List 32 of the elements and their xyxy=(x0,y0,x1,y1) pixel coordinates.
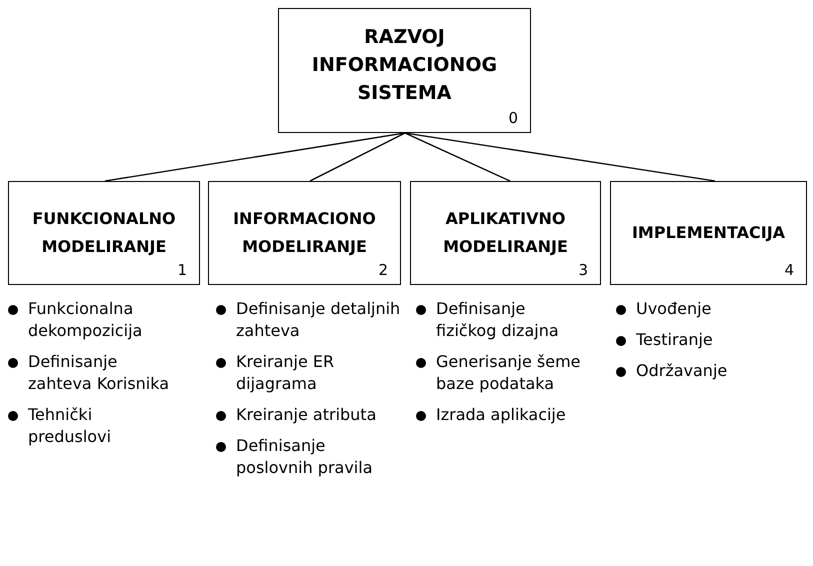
list-item-text: Tehnički preduslovi xyxy=(28,404,112,448)
box-heading: FUNKCIONALNO MODELIRANJE xyxy=(31,208,177,258)
connector-line xyxy=(404,132,510,182)
process-box xyxy=(610,181,807,285)
list-item-text: Testiranje xyxy=(636,329,714,351)
connector-line xyxy=(310,132,406,182)
list-item-text: Definisanje zahteva Korisnika xyxy=(28,351,170,395)
list-item-text: Definisanje fizičkog dizajna xyxy=(436,298,560,342)
box-heading: RAZVOJ INFORMACIONOG SISTEMA xyxy=(310,24,498,106)
box-number: 0 xyxy=(508,108,518,128)
box-number: 4 xyxy=(784,260,794,280)
list-item-text: Kreiranje atributa xyxy=(236,404,378,426)
list-item-text: Izrada aplikacije xyxy=(436,404,567,426)
box-heading: IMPLEMENTACIJA xyxy=(630,222,786,244)
list-item-text: Funkcionalna dekompozicija xyxy=(28,298,144,342)
list-item-text: Generisanje šeme baze podataka xyxy=(436,351,582,395)
box-number: 1 xyxy=(177,260,187,280)
connector-line xyxy=(104,132,406,182)
list-item-text: Definisanje poslovnih pravila xyxy=(236,435,374,479)
process-box xyxy=(278,8,531,133)
list-item-text: Uvođenje xyxy=(636,298,712,320)
box-number: 3 xyxy=(578,260,588,280)
process-box xyxy=(410,181,601,285)
list-item-text: Definisanje detaljnih zahteva xyxy=(236,298,402,342)
box-number: 2 xyxy=(378,260,388,280)
list-item-text: Održavanje xyxy=(636,360,728,382)
process-box xyxy=(8,181,200,285)
list-item-text: Kreiranje ER dijagrama xyxy=(236,351,336,395)
process-box xyxy=(208,181,401,285)
box-heading: APLIKATIVNO MODELIRANJE xyxy=(442,208,569,258)
box-heading: INFORMACIONO MODELIRANJE xyxy=(232,208,377,258)
connector-line xyxy=(404,132,716,182)
